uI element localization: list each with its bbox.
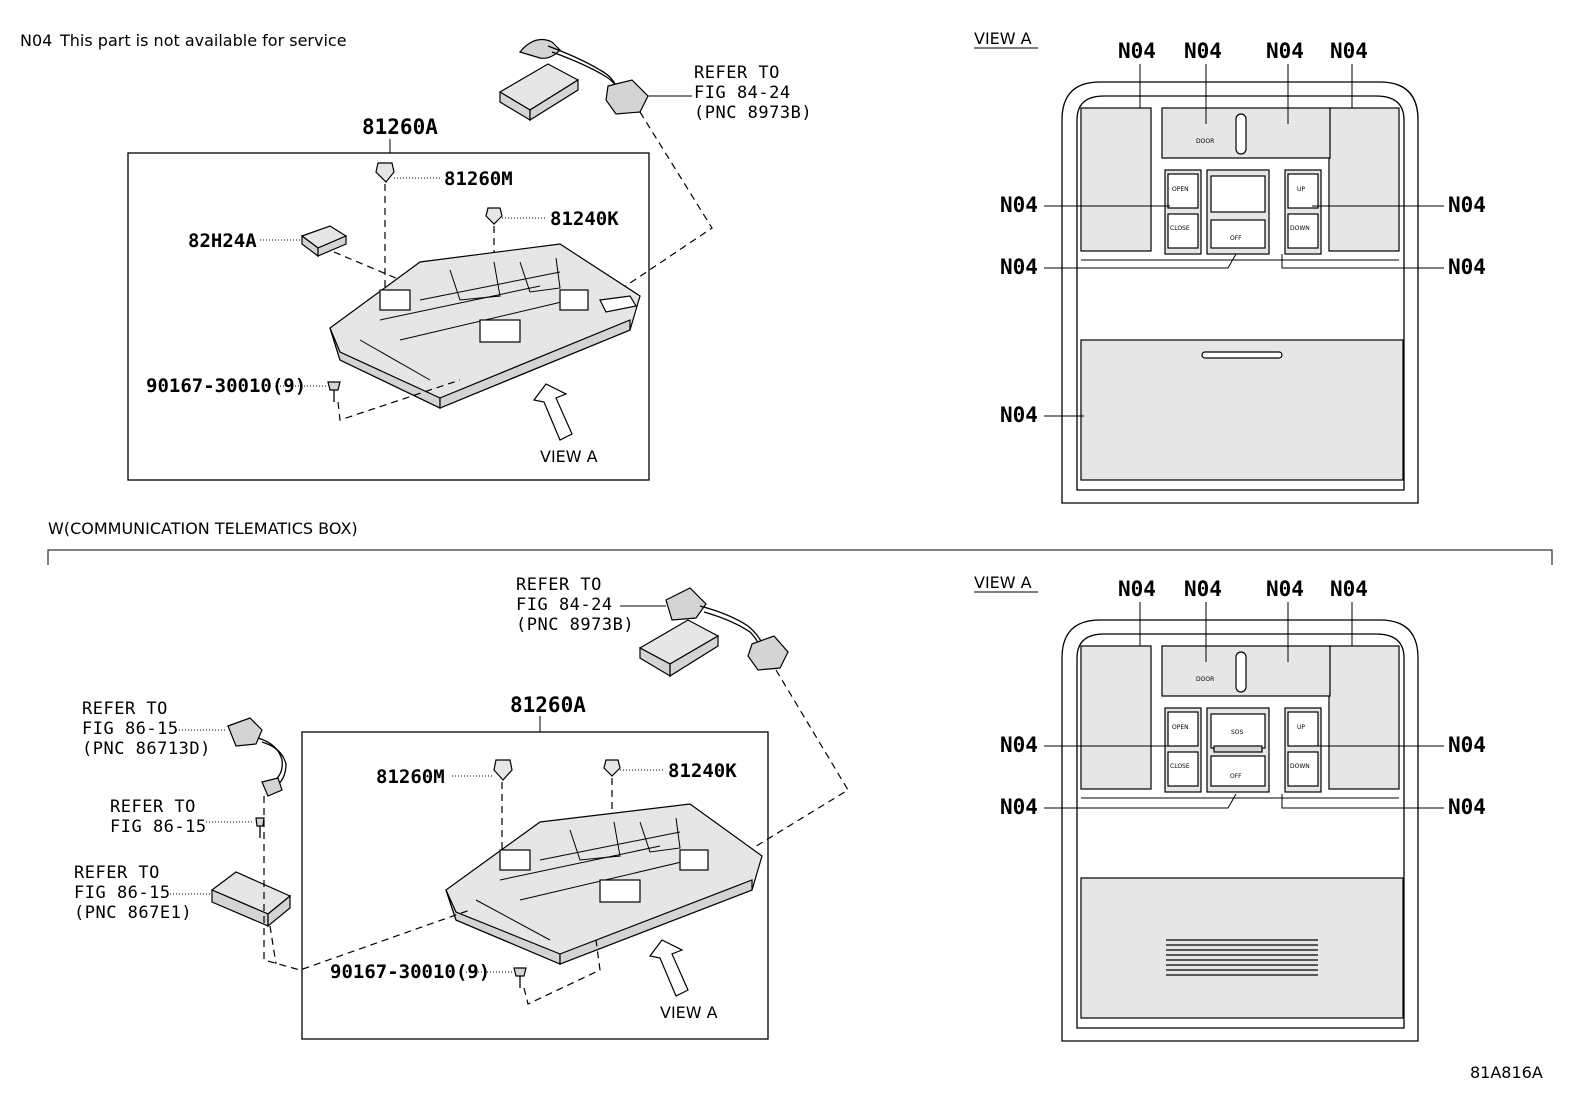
top-up-label: UP (1297, 186, 1305, 193)
top-off-label: OFF (1230, 235, 1242, 242)
bottom-down-label: DOWN (1290, 763, 1310, 770)
top-va-n04-1: N04 (1118, 39, 1156, 63)
bottom-va-n04-7: N04 (1000, 795, 1038, 819)
top-view-arrow-label: VIEW A (540, 447, 598, 466)
bottom-console-body (445, 803, 763, 965)
top-view-arrow (532, 383, 573, 441)
bottom-harness-connector (227, 717, 287, 797)
top-va-n04-3: N04 (1266, 39, 1304, 63)
top-close-label: CLOSE (1170, 225, 1190, 232)
bottom-telematics-box (210, 871, 292, 928)
bottom-va-n04-6: N04 (1448, 733, 1486, 757)
bottom-box-ref-line1: REFER TO (74, 863, 160, 883)
bottom-bolt (255, 817, 265, 827)
top-va-n04-2: N04 (1184, 39, 1222, 63)
top-va-n04-5: N04 (1000, 193, 1038, 217)
bottom-va-n04-8: N04 (1448, 795, 1486, 819)
bottom-bolt-ref-line1: REFER TO (110, 797, 196, 817)
bottom-box-ref-line2: FIG 86-15 (74, 883, 171, 903)
top-part-81240k: 81240K (550, 208, 619, 230)
bottom-clip-81260m (493, 759, 513, 781)
bottom-harness-ref-line2: FIG 86-15 (82, 719, 179, 739)
bottom-view-arrow (648, 939, 689, 997)
top-part-82h24a: 82H24A (188, 230, 257, 252)
bottom-part-screw: 90167-30010(9) (330, 961, 490, 983)
bottom-va-n04-1: N04 (1118, 577, 1156, 601)
bottom-harness-module (638, 587, 789, 678)
bottom-view-a-title: VIEW A (974, 573, 1032, 592)
bottom-ref-line1: REFER TO (516, 575, 602, 595)
top-clip-81260m (375, 162, 395, 183)
top-part-screw: 90167-30010(9) (146, 375, 306, 397)
bottom-speaker-grille (1166, 939, 1318, 976)
bottom-bolt-ref-line2: FIG 86-15 (110, 817, 207, 837)
top-va-n04-6: N04 (1448, 193, 1486, 217)
bottom-harness-ref-line3: (PNC 86713D) (82, 739, 211, 759)
top-va-n04-7: N04 (1000, 255, 1038, 279)
top-ref-line3: (PNC 8973B) (694, 103, 812, 123)
bottom-assembly-number: 81260A (510, 693, 586, 717)
bottom-box-ref-line3: (PNC 867E1) (74, 903, 192, 923)
top-part-81260m: 81260M (444, 168, 513, 190)
bottom-va-n04-3: N04 (1266, 577, 1304, 601)
bottom-view-a: VIEW A DOOR OPEN CLOSE SOS OFF UP DOWN N… (974, 573, 1486, 1042)
top-assembly-frame (127, 152, 650, 481)
bottom-va-n04-2: N04 (1184, 577, 1222, 601)
note-code: N04 (20, 31, 52, 50)
bottom-va-n04-4: N04 (1330, 577, 1368, 601)
bottom-clip-81240k (603, 759, 621, 777)
bottom-close-label: CLOSE (1170, 763, 1190, 770)
top-open-label: OPEN (1172, 186, 1189, 193)
top-clip-81240k (485, 207, 503, 225)
bottom-up-label: UP (1297, 724, 1305, 731)
bottom-open-label: OPEN (1172, 724, 1189, 731)
top-down-label: DOWN (1290, 225, 1310, 232)
bottom-assembly-frame (301, 731, 769, 1040)
note-text: This part is not available for service (59, 31, 347, 50)
top-exploded-view: 81260A REFER TO FIG 84-24 (PNC 8973B) 81… (127, 39, 812, 481)
top-va-n04-9: N04 (1000, 403, 1038, 427)
top-view-a: VIEW A DOOR OPEN CLOSE OFF UP DOWN N04 N… (974, 29, 1486, 504)
variant-label: W(COMMUNICATION TELEMATICS BOX) (48, 519, 358, 538)
top-assembly-number: 81260A (362, 115, 438, 139)
figure-id: 81A816A (1470, 1063, 1543, 1082)
top-door-label: DOOR (1196, 138, 1214, 145)
top-ref-line2: FIG 84-24 (694, 83, 791, 103)
bottom-exploded-view: 81260A REFER TO FIG 84-24 (PNC 8973B) 81… (74, 575, 849, 1040)
top-view-a-title: VIEW A (974, 29, 1032, 48)
bottom-off-label: OFF (1230, 773, 1242, 780)
top-harness-module (498, 39, 649, 122)
bottom-va-n04-5: N04 (1000, 733, 1038, 757)
top-ref-line1: REFER TO (694, 63, 780, 83)
bottom-ref-line3: (PNC 8973B) (516, 615, 634, 635)
bottom-part-81260m: 81260M (376, 766, 445, 788)
top-screw (327, 381, 341, 391)
bottom-part-81240k: 81240K (668, 760, 737, 782)
top-va-n04-4: N04 (1330, 39, 1368, 63)
bottom-sos-label: SOS (1231, 729, 1244, 736)
variant-bracket (47, 549, 1553, 565)
bottom-ref-line2: FIG 84-24 (516, 595, 613, 615)
bottom-harness-ref-line1: REFER TO (82, 699, 168, 719)
bottom-screw (513, 967, 527, 977)
bottom-door-label: DOOR (1196, 676, 1214, 683)
top-va-n04-8: N04 (1448, 255, 1486, 279)
top-console-body (329, 243, 641, 409)
bottom-view-arrow-label: VIEW A (660, 1003, 718, 1022)
